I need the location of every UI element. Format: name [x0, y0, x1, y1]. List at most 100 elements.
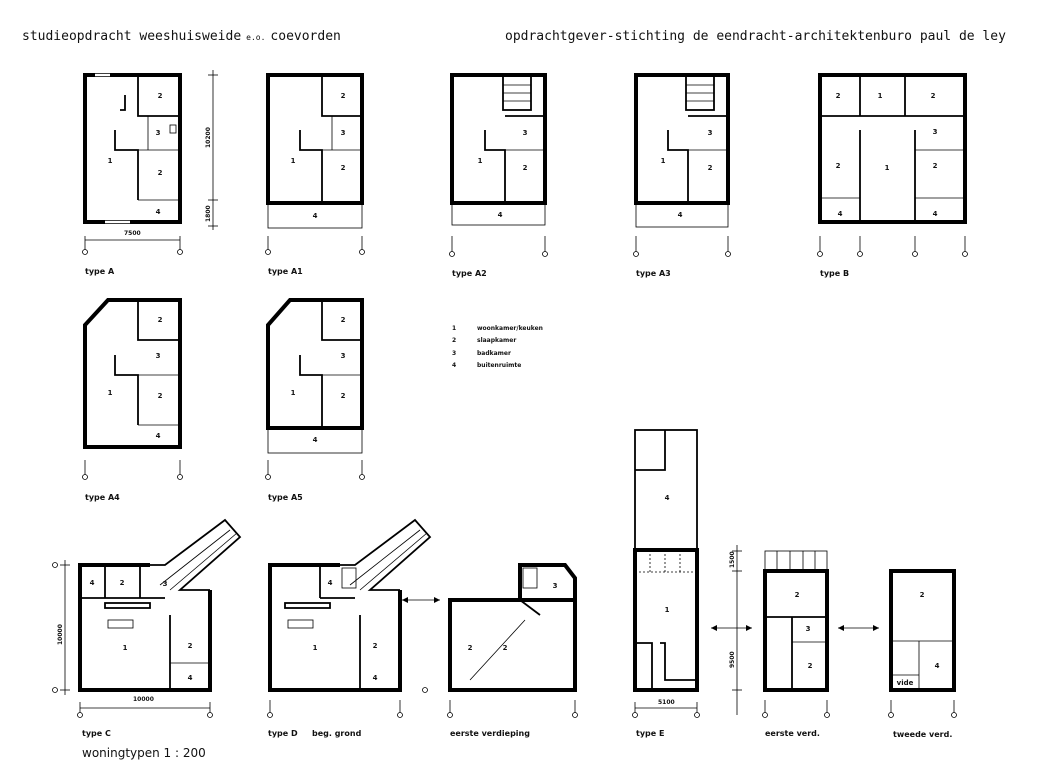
legend-num: 3 [452, 350, 456, 357]
room-label: 4 [933, 210, 938, 218]
room-label: 2 [341, 316, 346, 324]
room-label: 1 [661, 157, 666, 165]
room-label: 2 [920, 591, 925, 599]
room-label: 4 [90, 579, 95, 587]
plan-type-a5: 1 2 3 2 4 type A5 [265, 298, 365, 502]
type-label: type A1 [268, 267, 303, 276]
project-title-eo: e.o. [246, 33, 265, 42]
dimension-depth: 10200 [205, 127, 212, 148]
dimension-front: 1500 [729, 551, 736, 568]
type-label: type D [268, 729, 298, 738]
room-label: 2 [836, 162, 841, 170]
type-label: type A3 [636, 269, 671, 278]
plan-type-d: 4 1 2 4 type D beg. grond [267, 518, 440, 738]
type-label: type A [85, 267, 115, 276]
dimension-width: 7500 [124, 230, 141, 237]
plan-type-c: 4 2 3 1 2 4 10000 10000 type C [52, 518, 242, 738]
room-label: 3 [523, 129, 528, 137]
room-label: 3 [708, 129, 713, 137]
floor-label: eerste verdieping [450, 729, 530, 738]
room-label: 3 [806, 625, 811, 633]
plan-type-e-first-floor: 2 3 2 eerste verd. [762, 550, 879, 738]
room-label: 4 [188, 674, 193, 682]
type-label: type C [82, 729, 111, 738]
legend-label: buitenruimte [477, 362, 521, 369]
plan-type-a: 1 2 3 2 4 7500 10200 1800 type A [82, 70, 218, 276]
room-label-vide: vide [897, 679, 914, 687]
room-label: 2 [188, 642, 193, 650]
project-title-place: coevorden [270, 29, 340, 44]
dimension-depth: 9500 [729, 651, 736, 668]
type-label: type E [636, 729, 664, 738]
room-label: 2 [468, 644, 473, 652]
room-label: 2 [836, 92, 841, 100]
floor-label: tweede verd. [893, 730, 952, 739]
room-label: 1 [313, 644, 318, 652]
room-label: 2 [158, 92, 163, 100]
room-label: 2 [341, 164, 346, 172]
plan-type-a1: 1 2 3 2 4 type A1 [265, 73, 365, 276]
room-label: 3 [163, 580, 168, 588]
room-label: 4 [156, 432, 161, 440]
project-title: studieopdracht weeshuisweide e.o. coevorde… [22, 29, 341, 44]
room-label: 2 [158, 392, 163, 400]
room-label: 2 [931, 92, 936, 100]
plan-type-a3: 1 3 2 4 type A3 [633, 73, 731, 278]
dimension-width: 10000 [133, 696, 154, 703]
room-label: 4 [665, 494, 670, 502]
type-label: type B [820, 269, 849, 278]
room-label: 1 [108, 389, 113, 397]
room-label: 2 [808, 662, 813, 670]
room-label: 2 [933, 162, 938, 170]
legend-label: woonkamer/keuken [477, 325, 543, 332]
legend: 1 woonkamer/keuken 2 slaapkamer 3 badkam… [452, 325, 543, 369]
room-label: 1 [291, 389, 296, 397]
room-label: 3 [341, 352, 346, 360]
room-label: 4 [678, 211, 683, 219]
room-label: 2 [373, 642, 378, 650]
room-label: 1 [885, 164, 890, 172]
dimension-width: 5100 [658, 699, 675, 706]
room-label: 4 [373, 674, 378, 682]
legend-num: 4 [452, 362, 456, 369]
room-label: 1 [291, 157, 296, 165]
room-label: 2 [158, 316, 163, 324]
room-label: 1 [665, 606, 670, 614]
room-label: 2 [341, 92, 346, 100]
room-label: 2 [708, 164, 713, 172]
room-label: 2 [795, 591, 800, 599]
room-label: 4 [313, 436, 318, 444]
room-label: 2 [523, 164, 528, 172]
room-label: 1 [478, 157, 483, 165]
type-label: type A2 [452, 269, 487, 278]
plan-type-e: 4 1 5100 type E 1500 9500 [632, 429, 752, 738]
scale-caption: woningtypen 1 : 200 [82, 746, 206, 760]
room-label: 2 [503, 644, 508, 652]
dimension-depth: 10000 [57, 624, 64, 645]
room-label: 3 [553, 582, 558, 590]
dimension-terrace: 1800 [205, 205, 212, 222]
room-label: 1 [878, 92, 883, 100]
floor-label: beg. grond [312, 729, 362, 738]
room-label: 1 [108, 157, 113, 165]
room-label: 4 [498, 211, 503, 219]
type-label: type A4 [85, 493, 120, 502]
floor-label: eerste verd. [765, 729, 820, 738]
room-label: 4 [328, 579, 333, 587]
room-label: 3 [156, 352, 161, 360]
plan-type-a4: 1 2 3 2 4 type A4 [82, 298, 183, 502]
plan-type-d-first-floor: 3 2 2 eerste verdieping [422, 563, 578, 738]
legend-label: badkamer [477, 350, 511, 357]
legend-num: 2 [452, 337, 456, 344]
room-label: 2 [341, 392, 346, 400]
legend-label: slaapkamer [477, 337, 516, 344]
legend-num: 1 [452, 325, 456, 332]
project-title-main: studieopdracht weeshuisweide [22, 29, 241, 44]
room-label: 3 [933, 128, 938, 136]
plan-type-e-second-floor: 2 4 vide tweede verd. [888, 569, 957, 739]
room-label: 2 [120, 579, 125, 587]
client-architect-title: opdrachtgever-stichting de eendracht-arc… [505, 29, 1006, 44]
room-label: 4 [838, 210, 843, 218]
room-label: 1 [123, 644, 128, 652]
